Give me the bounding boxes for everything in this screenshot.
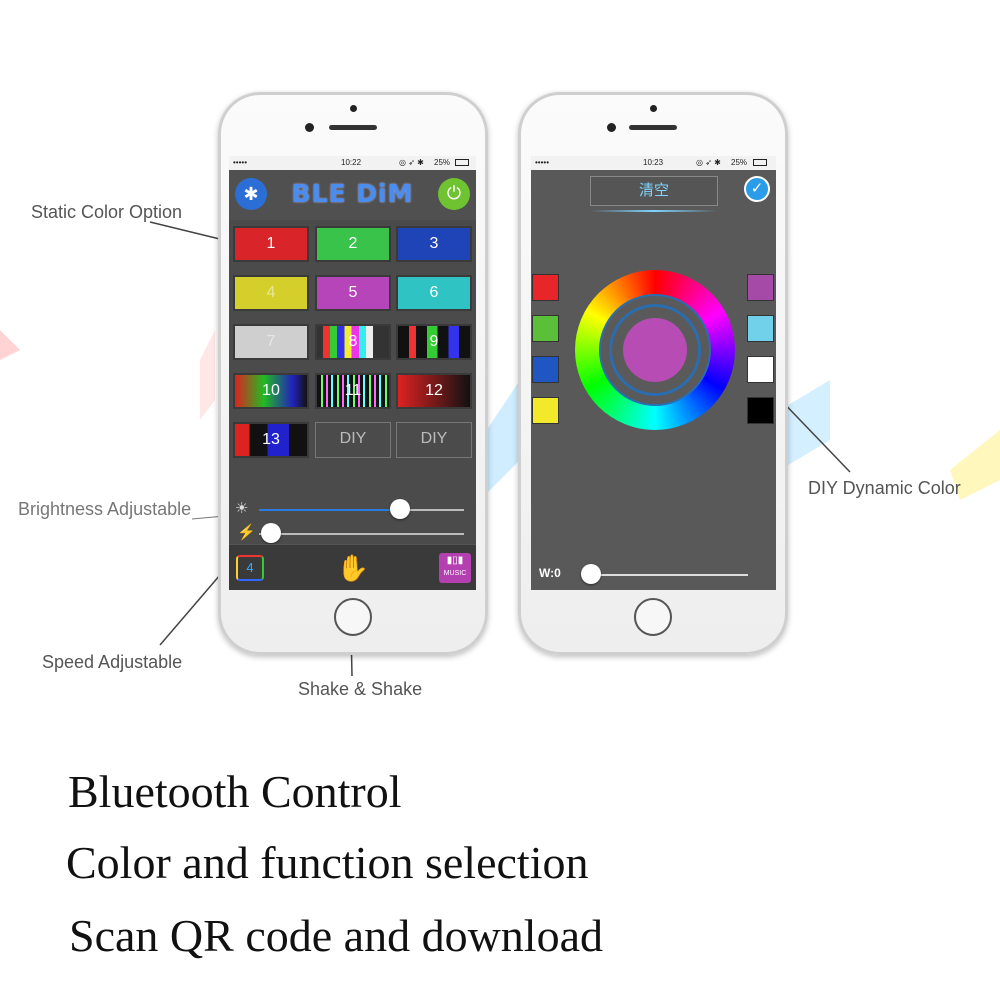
selected-color-preview: [623, 318, 687, 382]
bottom-toolbar: 4 ✋ ▮▯▮ MUSIC: [229, 544, 476, 590]
caption-color-function: Color and function selection: [66, 837, 589, 888]
front-camera: [607, 123, 616, 132]
annotation-brightness: Brightness Adjustable: [18, 499, 192, 519]
preset-swatch-left[interactable]: [532, 397, 559, 424]
music-label: MUSIC: [443, 570, 467, 577]
battery-icon: [753, 159, 767, 166]
color-tile-1[interactable]: 1: [233, 226, 309, 262]
white-level-label: W:0: [539, 566, 561, 580]
color-tile-10[interactable]: 10: [233, 373, 309, 409]
brightness-fill: [259, 509, 401, 511]
signal-dots: •••••: [233, 158, 248, 167]
earpiece-speaker: [329, 125, 377, 130]
color-wheel-ring: [609, 304, 701, 396]
diy-tile[interactable]: DIY: [396, 422, 472, 458]
speed-track: [259, 533, 464, 535]
color-wheel-inner: [599, 294, 711, 406]
lightning-icon: ⚡: [237, 524, 256, 541]
music-button[interactable]: ▮▯▮ MUSIC: [439, 553, 471, 583]
earpiece-speaker: [629, 125, 677, 130]
speed-knob[interactable]: [261, 523, 282, 543]
brightness-knob[interactable]: [390, 499, 411, 519]
color-tile-8[interactable]: 8: [315, 324, 391, 360]
color-tile-13[interactable]: 13: [233, 422, 309, 458]
battery-icon: [455, 159, 469, 166]
check-icon: ✓: [750, 180, 764, 197]
brightness-slider[interactable]: ☀: [229, 499, 476, 519]
diy-tile[interactable]: DIY: [315, 422, 391, 458]
clear-button[interactable]: 清空: [590, 176, 718, 206]
header-underline: [591, 210, 717, 212]
color-tile-5[interactable]: 5: [315, 275, 391, 311]
bluetooth-button[interactable]: ✱: [235, 178, 267, 210]
bluetooth-icon: ✱: [243, 184, 259, 204]
custom-swatch-right[interactable]: [747, 315, 774, 342]
color-tile-4[interactable]: 4: [233, 275, 309, 311]
speed-slider[interactable]: ⚡: [229, 523, 476, 543]
battery-percent: 25%: [434, 158, 451, 167]
mode-indicator: 4: [246, 560, 254, 575]
color-tile-3[interactable]: 3: [396, 226, 472, 262]
status-bar: ••••• 10:23 ◎ ➶ ✱ 25%: [531, 156, 776, 170]
annotation-speed: Speed Adjustable: [42, 652, 183, 672]
diy-color-screen: ••••• 10:23 ◎ ➶ ✱ 25% 清空 ✓ W:0: [531, 156, 776, 590]
proximity-sensor: [350, 105, 357, 112]
preset-swatch-left[interactable]: [532, 274, 559, 301]
music-equalizer-icon: ▮▯▮: [446, 555, 464, 566]
preset-swatch-left[interactable]: [532, 315, 559, 342]
caption-scan-qr: Scan QR code and download: [69, 910, 603, 961]
white-knob[interactable]: [581, 564, 601, 584]
power-icon: ⏻: [446, 183, 462, 203]
preset-swatch-left[interactable]: [532, 356, 559, 383]
color-tile-6[interactable]: 6: [396, 275, 472, 311]
color-wheel[interactable]: [575, 270, 735, 430]
proximity-sensor: [650, 105, 657, 112]
front-camera: [305, 123, 314, 132]
app-header: ✱ BLE DiM ⏻: [229, 170, 476, 220]
shake-hand-icon: ✋: [336, 553, 370, 583]
power-button[interactable]: ⏻: [438, 178, 470, 210]
color-tile-7[interactable]: 7: [233, 324, 309, 360]
custom-swatch-right[interactable]: [747, 274, 774, 301]
white-track: [591, 574, 748, 576]
status-time: 10:23: [643, 158, 664, 167]
annotation-static-color: Static Color Option: [31, 202, 183, 222]
sun-icon: ☀: [235, 500, 249, 517]
status-bar: ••••• 10:22 ◎ ➶ ✱ 25%: [229, 156, 476, 170]
app-title: BLE DiM: [291, 179, 414, 208]
mode-button[interactable]: 4: [236, 555, 264, 581]
signal-dots: •••••: [535, 158, 550, 167]
home-button[interactable]: [634, 598, 672, 636]
battery-percent: 25%: [731, 158, 748, 167]
color-tile-11[interactable]: 11: [315, 373, 391, 409]
status-icons: ◎ ➶ ✱: [696, 158, 721, 167]
shake-button[interactable]: ✋: [335, 550, 371, 586]
caption-bluetooth-control: Bluetooth Control: [68, 766, 402, 817]
white-slider[interactable]: [531, 564, 776, 584]
status-icons: ◎ ➶ ✱: [399, 158, 424, 167]
confirm-button[interactable]: ✓: [744, 176, 770, 202]
home-button[interactable]: [334, 598, 372, 636]
color-tile-9[interactable]: 9: [396, 324, 472, 360]
annotation-shake: Shake & Shake: [298, 679, 423, 699]
color-tile-12[interactable]: 12: [396, 373, 472, 409]
custom-swatch-right[interactable]: [747, 397, 774, 424]
annotation-diy-dynamic: DIY Dynamic Color: [808, 478, 961, 498]
custom-swatch-right[interactable]: [747, 356, 774, 383]
status-time: 10:22: [341, 158, 362, 167]
color-tile-2[interactable]: 2: [315, 226, 391, 262]
